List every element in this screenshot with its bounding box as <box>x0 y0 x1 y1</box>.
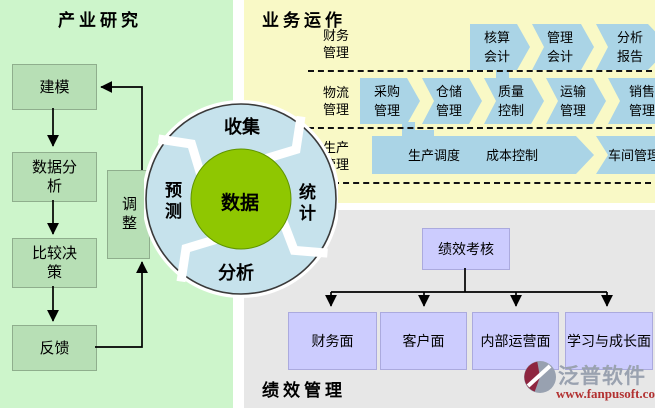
logistics-arrow-row: 采购 管理 仓储 管理 质量 控制 运输 管理 销售 管理 <box>360 78 655 124</box>
production-arrow-row: 生产调度 成本控制 车间管理 <box>372 136 655 174</box>
cycle-label-analysis: 分析 <box>218 263 254 283</box>
logistics-row-label: 物流 管理 <box>322 85 349 117</box>
flow-box-comparison-decision: 比较决 策 <box>12 238 97 288</box>
industry-panel-title: 产业研究 <box>58 11 142 30</box>
row-connector <box>402 130 434 138</box>
cycle-label-statistics: 统计 <box>296 183 315 225</box>
arrow-label: 管理 <box>546 30 573 45</box>
arrow-label: 采购 <box>373 84 400 99</box>
fanpu-logo-url: www.fanpusoft.com <box>556 386 655 401</box>
cycle-label-data: 数据 <box>220 193 259 214</box>
flow-box-feedback: 反馈 <box>12 325 97 371</box>
arrow-production-scheduling-cost: 生产调度 成本控制 <box>372 136 594 174</box>
arrow-sales: 销售 管理 <box>608 78 655 124</box>
arrow-label: 管理 <box>373 103 400 118</box>
arrow-management-accounting: 管理 会计 <box>532 24 594 70</box>
adjust-label: 调整 <box>120 195 137 234</box>
node-customer-perspective: 客户面 <box>380 312 467 370</box>
arrow-label: 运输 <box>559 84 586 99</box>
flow-box-modeling: 建模 <box>12 64 97 110</box>
arrow-label: 管理 <box>435 103 462 118</box>
finance-arrow-row: 核算 会计 管理 会计 分析 报告 <box>470 24 655 70</box>
cycle-label-collect: 收集 <box>224 117 260 137</box>
finance-row-label: 财务 管理 <box>322 28 349 60</box>
arrow-label: 生产调度 <box>407 147 460 163</box>
arrow-label: 分析 <box>616 30 643 45</box>
node-financial-perspective: 财务面 <box>288 312 377 370</box>
arrow-label: 会计 <box>483 49 510 64</box>
arrow-label: 车间管理 <box>607 147 655 163</box>
arrow-label: 管理 <box>559 103 586 118</box>
arrow-transport: 运输 管理 <box>546 78 606 124</box>
arrow-analysis-report: 分析 报告 <box>596 24 655 70</box>
arrow-workshop-management: 车间管理 <box>596 136 655 174</box>
cycle-core <box>190 148 292 250</box>
data-cycle-diagram <box>144 100 338 298</box>
arrow-label: 销售 <box>628 84 655 99</box>
dashed-separator <box>308 70 652 72</box>
arrow-label: 仓储 <box>435 84 462 99</box>
arrow-label: 会计 <box>546 49 573 64</box>
arrow-accounting: 核算 会计 <box>470 24 530 70</box>
performance-panel-title: 绩效管理 <box>262 381 346 400</box>
fanpu-logo-name: 泛普软件 <box>558 365 646 388</box>
arrow-label: 控制 <box>497 103 524 118</box>
arrow-warehousing: 仓储 管理 <box>422 78 482 124</box>
node-learning-growth-perspective: 学习与成长面 <box>565 312 653 370</box>
node-internal-operations-perspective: 内部运营面 <box>472 312 559 370</box>
arrow-label: 成本控制 <box>486 147 539 163</box>
dashed-separator <box>308 127 652 129</box>
flow-box-data-analysis: 数据分 析 <box>12 152 97 202</box>
arrow-procurement: 采购 管理 <box>360 78 420 124</box>
cycle-label-forecast: 预测 <box>162 181 181 223</box>
arrow-label: 核算 <box>483 30 510 45</box>
business-panel-title: 业务运作 <box>262 11 346 30</box>
node-performance-assessment: 绩效考核 <box>422 228 510 270</box>
arrow-quality-control: 质量 控制 <box>484 78 544 124</box>
arrow-label: 管理 <box>628 103 655 118</box>
arrow-label: 质量 <box>497 84 524 99</box>
fanpu-logo-icon <box>524 361 556 393</box>
cycle-notches <box>157 115 328 283</box>
arrow-label: 报告 <box>616 49 643 64</box>
dashed-separator <box>333 182 651 184</box>
